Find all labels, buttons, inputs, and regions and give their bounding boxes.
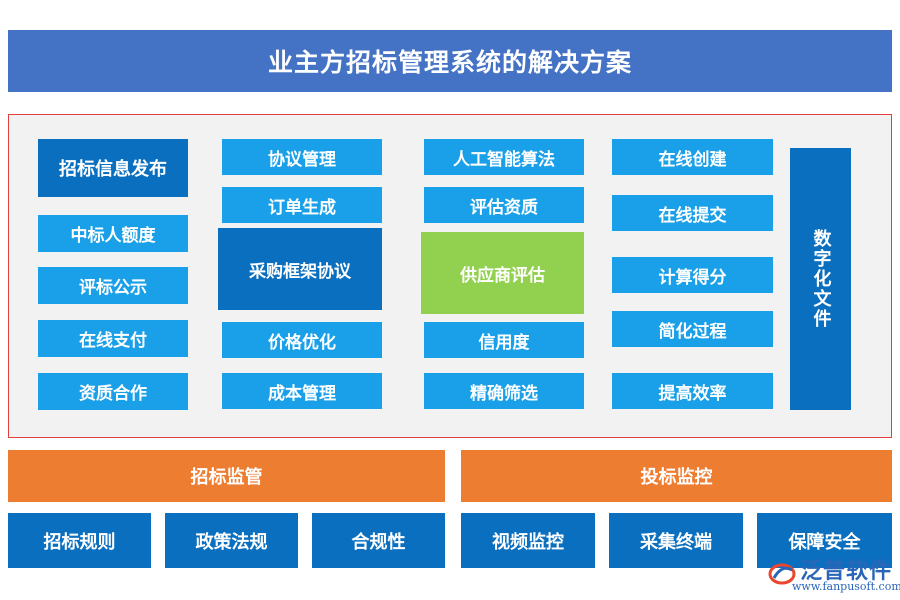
module-col2-center: 采购框架协议 [218, 228, 382, 310]
module-col1-2: 评标公示 [38, 267, 188, 304]
module-col4-1: 在线提交 [612, 195, 773, 231]
bottom-item-3: 视频监控 [461, 513, 595, 568]
brand-logo-icon [768, 563, 796, 585]
module-col3-center: 供应商评估 [421, 232, 584, 314]
bottom-item-4: 采集终端 [609, 513, 743, 568]
module-col4-4: 提高效率 [612, 373, 773, 409]
watermark-url: www.fanpusoft.com [792, 580, 900, 593]
module-col1-1: 中标人额度 [38, 215, 188, 252]
module-side-digital-files: 数字化文件 [790, 148, 851, 410]
module-col3-top-1: 评估资质 [424, 187, 584, 223]
bottom-item-5: 保障安全 [757, 513, 892, 568]
module-col3-top-0: 人工智能算法 [424, 139, 584, 175]
module-col3-bottom-1: 精确筛选 [424, 373, 584, 409]
module-col2-top-1: 订单生成 [222, 187, 382, 223]
module-col2-bottom-1: 成本管理 [222, 373, 382, 409]
module-col1-0: 招标信息发布 [38, 139, 188, 197]
bottom-item-0: 招标规则 [8, 513, 151, 568]
module-col4-0: 在线创建 [612, 139, 773, 175]
bottom-item-1: 政策法规 [165, 513, 298, 568]
page-title: 业主方招标管理系统的解决方案 [8, 30, 892, 92]
module-col1-4: 资质合作 [38, 373, 188, 410]
bottom-item-2: 合规性 [312, 513, 445, 568]
module-col3-bottom-0: 信用度 [424, 322, 584, 358]
module-col4-3: 简化过程 [612, 311, 773, 347]
module-col2-top-0: 协议管理 [222, 139, 382, 175]
band-left: 招标监管 [8, 450, 445, 502]
module-col2-bottom-0: 价格优化 [222, 322, 382, 358]
watermark-brand-name: 泛普软件 [800, 559, 893, 584]
module-col1-3: 在线支付 [38, 320, 188, 357]
band-right: 投标监控 [461, 450, 892, 502]
module-col4-2: 计算得分 [612, 257, 773, 293]
